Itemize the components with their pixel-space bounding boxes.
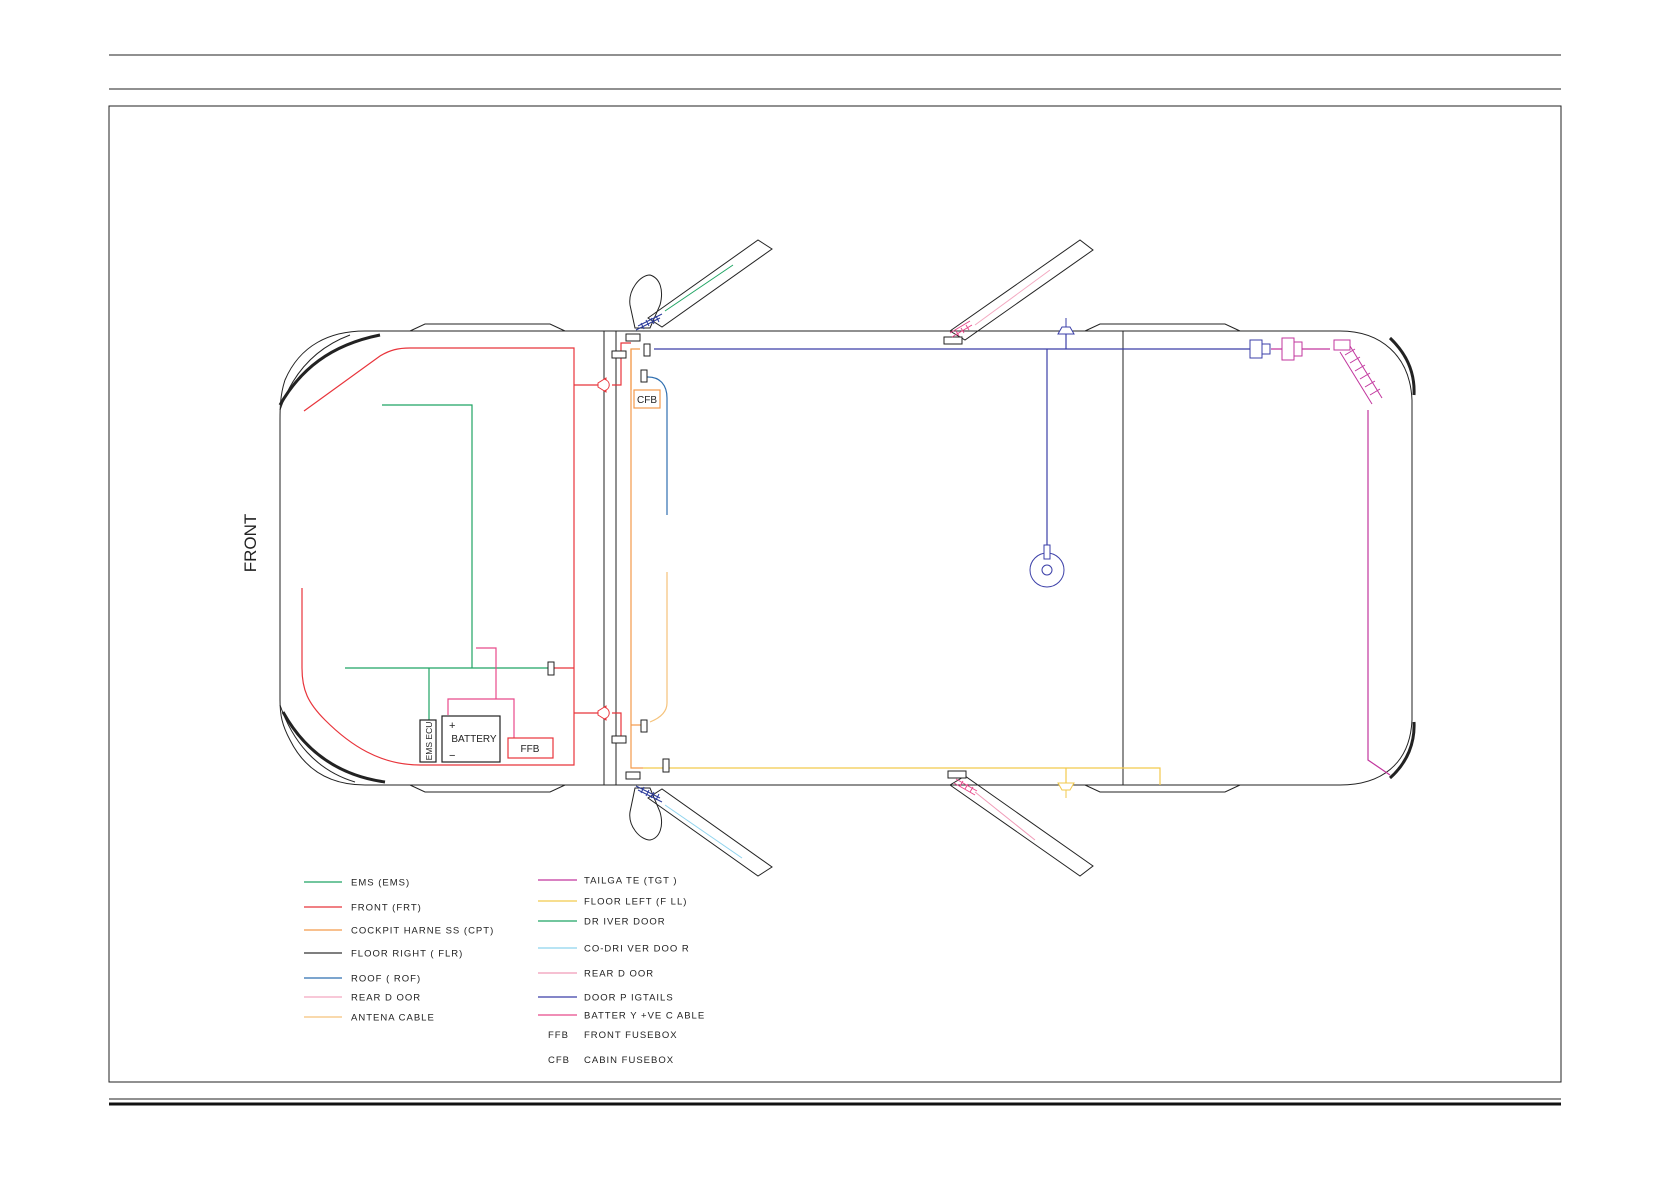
legend-left-label-2: COCKPIT HARNE SS (CPT) <box>351 926 494 937</box>
legend-left-label-5: REAR D OOR <box>351 993 421 1004</box>
harness-cockpit <box>630 348 643 769</box>
harness-rear-door-top <box>974 269 1051 326</box>
harness-driver-door <box>664 264 734 312</box>
harness-co-driver-door <box>664 804 743 859</box>
harness-tailgate <box>1271 348 1391 776</box>
legend-right-label-6: BATTER Y +VE C ABLE <box>584 1011 705 1022</box>
tail-lamp-connector-magenta <box>1281 337 1303 361</box>
harness-battery-cable <box>447 647 515 738</box>
legend-right-label-3: CO-DRI VER DOO R <box>584 944 690 955</box>
rear-door-pigtail-top <box>949 320 973 338</box>
vehicle-outline <box>278 239 1416 877</box>
battery-label: BATTERY <box>451 734 497 745</box>
harness-door-pigtails <box>654 332 1250 545</box>
battery <box>441 715 501 763</box>
roof-lamp <box>1029 544 1065 588</box>
legend-left-label-3: FLOOR RIGHT ( FLR) <box>351 949 463 960</box>
connectors <box>547 333 967 780</box>
legend-right-label-4: REAR D OOR <box>584 969 654 980</box>
tailgate-corrugated-tube <box>1333 339 1383 405</box>
harness-rear-door-bottom <box>974 791 1036 841</box>
legend-abbr-meaning-1: CABIN FUSEBOX <box>584 1055 674 1066</box>
legend-right-label-5: DOOR P IGTAILS <box>584 993 674 1004</box>
legend-right-column: TAILGA TE (TGT ) FLOOR LEFT (F LL) DR IVER… <box>538 876 705 1022</box>
cabin-fusebox <box>633 389 661 409</box>
legend-right-label-1: FLOOR LEFT (F LL) <box>584 897 687 908</box>
harness-roof <box>641 376 668 515</box>
door-pigtail-top <box>635 313 663 331</box>
legend-right-label-2: DR IVER DOOR <box>584 917 666 928</box>
front-label: FRONT <box>241 514 260 573</box>
grommets-front <box>597 377 610 721</box>
legend-abbr-meaning-0: FRONT FUSEBOX <box>584 1030 678 1041</box>
legend-left-label-0: EMS (EMS) <box>351 878 410 889</box>
battery-plus: + <box>449 720 455 732</box>
legend-abbreviations: FFB FRONT FUSEBOX CFB CABIN FUSEBOX <box>548 1030 678 1066</box>
legend-right-label-0: TAILGA TE (TGT ) <box>584 876 678 887</box>
tail-lamp-connector-blue <box>1249 339 1271 359</box>
cfb-box-label: CFB <box>637 395 657 406</box>
door-pigtail-bottom <box>635 785 663 803</box>
ems-ecu <box>419 719 437 763</box>
drawing-frame <box>108 105 1562 1083</box>
harness-floor-left <box>643 767 1161 790</box>
legend-abbr-code-1: CFB <box>548 1055 570 1066</box>
legend-left-label-6: ANTENA CABLE <box>351 1013 435 1024</box>
rear-door-pigtail-bottom <box>953 778 978 796</box>
ffb-box-label: FFB <box>521 744 540 755</box>
battery-minus: − <box>449 750 455 762</box>
ems-ecu-label: EMS ECU <box>424 722 434 761</box>
legend-left-label-1: FRONT (FRT) <box>351 903 422 914</box>
front-fusebox <box>507 737 554 759</box>
antenna-base-top <box>1057 318 1075 335</box>
legend-left-column: EMS (EMS) FRONT (FRT) COCKPIT HARNE SS (CP… <box>304 878 494 1024</box>
harness-ems <box>345 404 550 720</box>
harness-front <box>301 342 631 766</box>
harness-antena <box>649 572 668 723</box>
antenna-base-bottom <box>1057 782 1075 798</box>
legend-left-label-4: ROOF ( ROF) <box>351 974 421 985</box>
legend-abbr-code-0: FFB <box>548 1030 569 1041</box>
